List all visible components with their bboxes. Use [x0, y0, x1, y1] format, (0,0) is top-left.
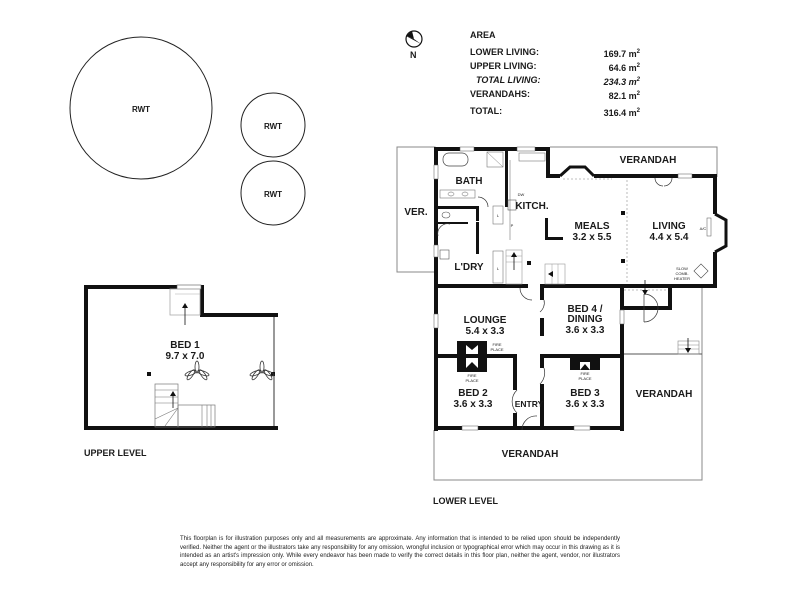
lower-level-caption: LOWER LEVEL — [433, 496, 498, 506]
rwt-label: RWT — [264, 190, 282, 199]
room-bed3: BED 3 — [570, 388, 600, 399]
room-verandah-top: VERANDAH — [620, 155, 677, 166]
room-bed4: BED 4 / — [567, 304, 602, 315]
rwt-small-1 — [240, 92, 306, 158]
disclaimer-text: This floorplan is for illustration purpo… — [180, 536, 620, 568]
room-laundry: L'DRY — [454, 262, 484, 273]
rwt-label: RWT — [132, 105, 150, 114]
area-title: AREA — [470, 30, 496, 40]
ceiling-fan-icon — [249, 360, 275, 381]
room-bed3-dims: 3.6 x 3.3 — [566, 399, 605, 410]
ceiling-fan-icon — [184, 360, 210, 381]
room-lounge-dims: 5.4 x 3.3 — [466, 326, 505, 337]
room-meals: MEALS — [575, 221, 610, 232]
area-row-upper-living: UPPER LIVING: 64.6 m2 — [470, 61, 640, 73]
lower-level-plan: BATH KITCH. L'DRY VER. MEALS 3.2 x 5.5 L… — [396, 146, 728, 481]
room-bed4-dims: 3.6 x 3.3 — [566, 325, 605, 336]
rwt-small-2 — [240, 160, 306, 226]
room-living-dims: 4.4 x 5.4 — [650, 232, 689, 243]
area-row-total-living: TOTAL LIVING: 234.3 m2 — [476, 75, 640, 87]
linen-label: L — [497, 266, 500, 271]
area-row-lower-living: LOWER LIVING: 169.7 m2 — [470, 47, 640, 59]
heater-label: COMB. — [675, 271, 688, 276]
heater-label: SLOW — [676, 266, 688, 271]
room-lounge: LOUNGE — [464, 315, 507, 326]
upper-level-caption: UPPER LEVEL — [84, 448, 147, 458]
area-row-total: TOTAL: 316.4 m2 — [470, 106, 640, 118]
fireplace-label: PLACE — [465, 378, 478, 383]
fireplace-label: FIRE — [580, 371, 589, 376]
fireplace-label: FIRE — [492, 342, 501, 347]
room-bed2-dims: 3.6 x 3.3 — [454, 399, 493, 410]
rwt-large — [69, 36, 213, 180]
room-entry: ENTRY — [515, 399, 544, 409]
room-meals-dims: 3.2 x 5.5 — [573, 232, 612, 243]
north-compass-icon — [405, 30, 423, 48]
linen-label: L — [497, 213, 500, 218]
fireplace-label: FIRE — [467, 373, 476, 378]
rwt-label: RWT — [264, 122, 282, 131]
room-kitchen: KITCH. — [515, 201, 549, 212]
room-bath: BATH — [455, 176, 482, 187]
room-bed1-name: BED 1 — [170, 340, 200, 351]
upper-level-plan: BED 1 9.7 x 7.0 — [84, 284, 278, 430]
fireplace-label: PLACE — [578, 376, 591, 381]
ac-label: A/C — [700, 226, 707, 231]
pantry-label: P — [511, 223, 514, 228]
compass-north-label: N — [410, 50, 417, 60]
area-row-verandahs: VERANDAHS: 82.1 m2 — [470, 89, 640, 101]
room-bed2: BED 2 — [458, 388, 488, 399]
heater-label: HEATER — [674, 276, 690, 281]
area-summary: AREA LOWER LIVING: 169.7 m2 UPPER LIVING… — [470, 30, 640, 119]
rainwater-tanks: RWT RWT RWT — [69, 36, 306, 226]
room-bed1-dims: 9.7 x 7.0 — [166, 351, 205, 362]
room-ver: VER. — [404, 207, 428, 218]
room-bed4-dining: DINING — [568, 314, 603, 325]
fireplace-label: PLACE — [490, 347, 503, 352]
room-verandah-right: VERANDAH — [636, 389, 693, 400]
room-verandah-bottom: VERANDAH — [502, 449, 559, 460]
dishwasher-label: DW — [518, 192, 525, 197]
room-living: LIVING — [652, 221, 686, 232]
